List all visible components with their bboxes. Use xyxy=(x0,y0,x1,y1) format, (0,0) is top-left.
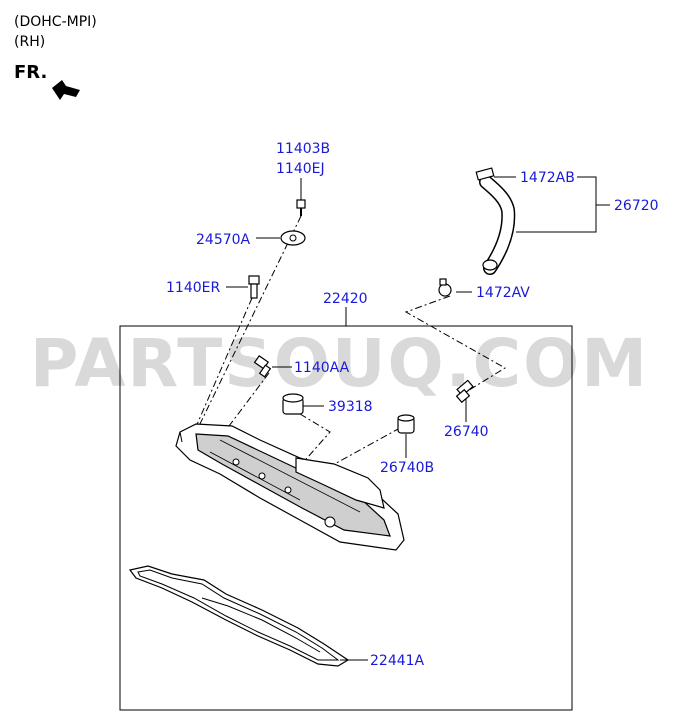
part-label-26740b[interactable]: 26740B xyxy=(380,460,434,476)
part-label-39318[interactable]: 39318 xyxy=(328,399,373,415)
front-direction-label: FR. xyxy=(14,62,48,83)
clamp-1472av xyxy=(438,278,452,297)
pcv-valve-26740 xyxy=(455,379,474,404)
part-label-22420[interactable]: 22420 xyxy=(323,291,368,307)
part-label-11403b[interactable]: 11403B xyxy=(276,141,330,157)
arrow-down-left-icon xyxy=(52,80,80,100)
part-label-1140ej[interactable]: 1140EJ xyxy=(276,161,325,177)
grommet-26740b xyxy=(397,414,415,434)
part-label-26720[interactable]: 26720 xyxy=(614,198,659,214)
bolt-11403b xyxy=(296,199,306,216)
oil-filler-cap-39318 xyxy=(282,393,304,415)
bolt-1140er xyxy=(248,275,260,299)
part-label-1472ab[interactable]: 1472AB xyxy=(520,170,575,186)
bolt-1140aa xyxy=(253,355,272,378)
gasket-22441a xyxy=(128,565,350,667)
engine-type-label: (DOHC-MPI) xyxy=(14,14,97,30)
pcv-hose-26720 xyxy=(475,167,516,275)
part-label-26740[interactable]: 26740 xyxy=(444,424,489,440)
dash-hose-pcv xyxy=(404,295,506,393)
part-label-1140er[interactable]: 1140ER xyxy=(166,280,220,296)
dash-bolt-11403b xyxy=(197,215,302,429)
dash-cap-39318 xyxy=(299,413,331,467)
part-label-1140aa[interactable]: 1140AA xyxy=(294,360,350,376)
side-label: (RH) xyxy=(14,34,46,50)
watermark: PARTSOUQ.COM xyxy=(30,325,649,402)
clamp-1472ab xyxy=(475,167,495,181)
dash-bolt-1140er xyxy=(191,297,253,437)
rocker-cover-22420 xyxy=(175,423,405,551)
dash-bolt-1140aa xyxy=(225,372,270,431)
part-label-22441a[interactable]: 22441A xyxy=(370,653,425,669)
part-label-24570a[interactable]: 24570A xyxy=(196,232,251,248)
part-label-1472av[interactable]: 1472AV xyxy=(476,285,530,301)
